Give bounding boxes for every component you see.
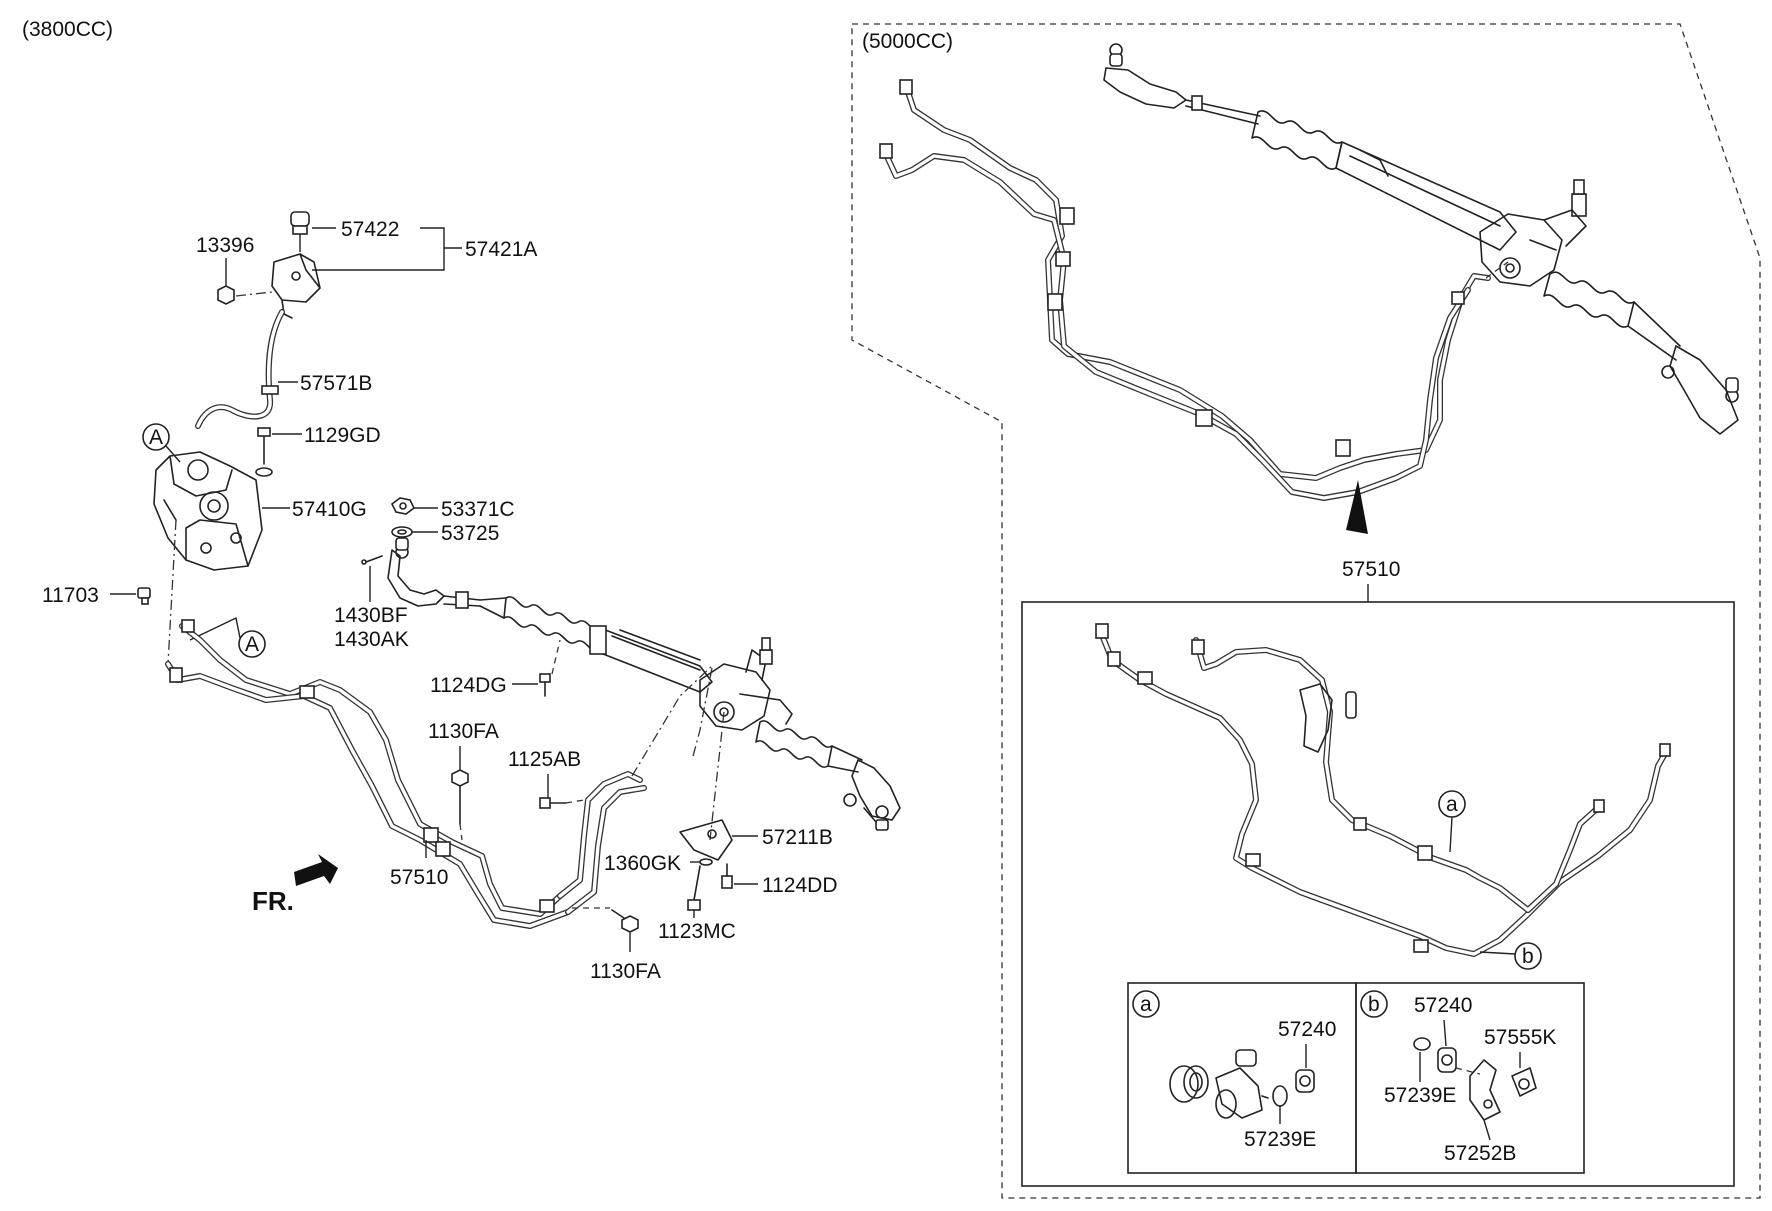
label-b-57239E: 57239E (1384, 1084, 1456, 1107)
washer-53725 (391, 526, 413, 538)
label-1123MC: 1123MC (658, 920, 736, 943)
label-a-57240: 57240 (1278, 1018, 1336, 1041)
bolt-1130FA-top (451, 769, 469, 825)
label-a-57239E: 57239E (1244, 1128, 1316, 1151)
variant-label-3800cc: (3800CC) (22, 18, 113, 41)
label-1124DG: 1124DG (430, 674, 507, 697)
label-1130FA-bottom: 1130FA (590, 960, 661, 983)
svg-text:b: b (1522, 945, 1534, 968)
label-57211B: 57211B (762, 826, 833, 849)
reservoir (271, 253, 321, 319)
sub-box-b (1355, 982, 1585, 1174)
bolt-1129GD (255, 427, 273, 477)
label-1430BF: 1430BF (334, 604, 408, 627)
label-1125AB: 1125AB (508, 748, 581, 771)
power-steering-pump (153, 451, 263, 571)
steering-rack-left (387, 537, 901, 831)
label-b-57252B: 57252B (1444, 1142, 1516, 1165)
label-57422: 57422 (341, 218, 399, 241)
label-57410G: 57410G (292, 498, 367, 521)
bolt-1124DD (721, 863, 733, 889)
return-line-right-top (881, 147, 1471, 501)
bolt-1124DG (539, 673, 551, 697)
bracket-57211B (679, 819, 733, 861)
label-57510-right: 57510 (1342, 558, 1400, 581)
detail-fittings (1095, 623, 1671, 953)
label-53725: 53725 (441, 522, 499, 545)
pressure-line-left (179, 623, 563, 917)
svg-text:A: A (149, 426, 163, 449)
marker-A-lower: A (238, 630, 266, 658)
label-b-57240: 57240 (1414, 994, 1472, 1017)
sub-box-a (1127, 982, 1357, 1174)
svg-text:b: b (1368, 993, 1380, 1016)
label-11703: 11703 (42, 584, 99, 607)
label-57571B: 57571B (300, 372, 372, 395)
front-direction-arrow (294, 854, 338, 886)
label-57421A: 57421A (465, 238, 537, 261)
label-1130FA-top: 1130FA (428, 720, 499, 743)
sub-box-a-marker: a (1132, 990, 1160, 1018)
bolt-1130FA-bottom (611, 909, 639, 933)
bolt-1123MC (687, 865, 701, 911)
label-1129GD: 1129GD (304, 424, 381, 447)
reservoir-cap (290, 211, 310, 252)
label-b-57555K: 57555K (1484, 1026, 1556, 1049)
bracket-57421A (312, 227, 445, 271)
variant-boundary-5000cc (851, 23, 1761, 1199)
label-13396: 13396 (196, 234, 254, 257)
detail-pressure-line (1097, 627, 1669, 957)
variant-label-5000cc: (5000CC) (862, 30, 953, 53)
label-1430AK: 1430AK (334, 628, 409, 651)
steering-rack-right (1103, 43, 1739, 435)
pipe-fittings-left (169, 619, 555, 913)
marker-A-top: A (142, 423, 170, 451)
svg-text:a: a (1446, 793, 1458, 816)
marker-a: a (1438, 790, 1466, 818)
return-line-left (165, 661, 571, 929)
label-53371C: 53371C (441, 498, 515, 521)
label-1124DD: 1124DD (762, 874, 838, 897)
sub-box-b-marker: b (1360, 990, 1388, 1018)
cotter-pin (361, 555, 383, 565)
svg-text:A: A (245, 633, 259, 656)
pipe-fittings-right-top (879, 79, 1465, 457)
clamp-assembly-a (1169, 1049, 1315, 1119)
detail-bracket (1299, 683, 1357, 753)
detail-box-57510 (1021, 601, 1735, 1187)
detail-pointer (1346, 480, 1368, 534)
nut-53371C (390, 497, 416, 515)
washer-1360GK (699, 858, 713, 866)
label-57510-left: 57510 (390, 866, 448, 889)
bolt-1125AB (539, 797, 567, 809)
label-1360GK: 1360GK (604, 852, 681, 875)
svg-text:a: a (1140, 993, 1152, 1016)
fitting-11703 (137, 587, 151, 605)
clamp-assembly-b (1413, 1037, 1537, 1121)
fr-label: FR. (252, 886, 294, 916)
nut-13396 (217, 285, 235, 305)
marker-b: b (1514, 942, 1542, 970)
